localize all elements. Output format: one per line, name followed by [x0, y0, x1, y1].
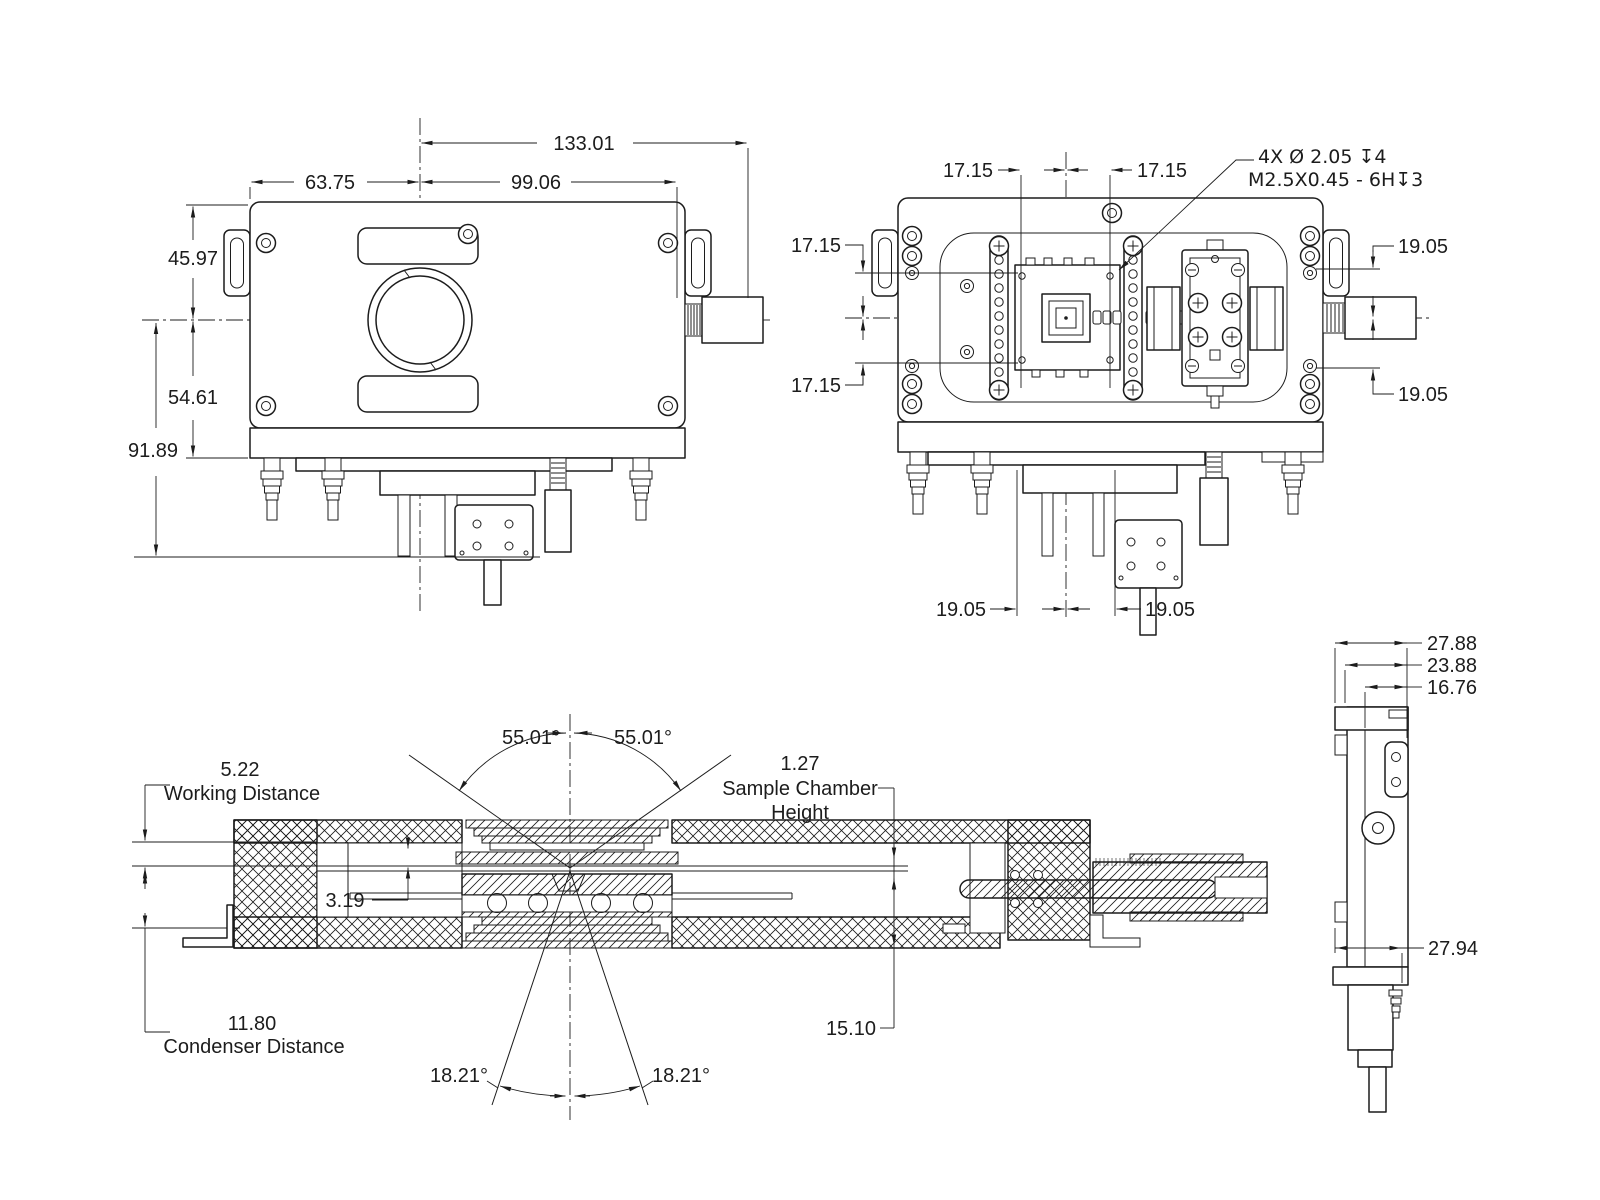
side-plate — [1384, 741, 1409, 798]
hole-callout-line1: 4X Ø 2.05 ↧4 — [1258, 146, 1387, 168]
side-dimensions: 27.88 23.88 16.76 27.94 — [1334, 633, 1478, 983]
front-view-handles — [223, 229, 712, 297]
lower-angle-right: 18.21° — [652, 1065, 710, 1087]
hose-barb — [970, 451, 994, 515]
top-dim-bottom-left: 19.05 — [936, 599, 986, 621]
condenser-distance-value: 11.80 — [228, 1013, 277, 1035]
bottom-cover-left — [233, 916, 463, 949]
hose-barb — [260, 457, 284, 521]
top-underside — [906, 451, 1305, 636]
side-boss — [1361, 811, 1395, 845]
top-dim-top-left: 17.15 — [943, 160, 993, 182]
lower-angle-bracket — [1089, 914, 1141, 948]
front-dim-overall-width: 133.01 — [553, 133, 614, 155]
front-dim-lower-height: 54.61 — [168, 387, 218, 409]
mount-bracket — [454, 504, 534, 561]
left-angle-bracket — [182, 904, 234, 948]
hose-barb — [629, 457, 653, 521]
section-dimensions: 5.22 Working Distance 11.80 Condenser Di… — [142, 727, 897, 1106]
top-dim-left-upper: 17.15 — [791, 235, 841, 257]
condenser-distance-label: Condenser Distance — [163, 1036, 344, 1058]
working-distance-label: Working Distance — [164, 783, 320, 805]
top-sample-plate — [1014, 257, 1121, 378]
bottom-pin — [1139, 587, 1157, 636]
hose-barb — [1281, 451, 1305, 515]
front-view: 133.01 63.75 99.06 45.97 54.61 91.89 — [128, 118, 770, 612]
upper-angle-left: 55.01° — [502, 727, 560, 749]
hose-barb — [906, 451, 930, 515]
front-lens-opening — [367, 267, 473, 373]
standoff-cylinder — [1199, 477, 1229, 546]
front-dim-right-width: 99.06 — [511, 172, 561, 194]
sample-stage-block — [349, 873, 793, 918]
front-base-plate — [249, 427, 686, 459]
top-dim-bottom-right: 19.05 — [1145, 599, 1195, 621]
base-depth-value: 15.10 — [826, 1018, 876, 1040]
section-view: 5.22 Working Distance 11.80 Condenser Di… — [132, 714, 1268, 1120]
side-dim-mid: 23.88 — [1427, 655, 1477, 677]
side-dim-overall: 27.88 — [1427, 633, 1477, 655]
hole-callout-leader — [1118, 159, 1254, 271]
top-view: 17.15 17.15 17.15 17.15 19.05 19.05 19.0… — [791, 146, 1448, 636]
actuator-assembly — [959, 853, 1268, 948]
sample-chamber-value: 1.27 — [781, 753, 820, 775]
sample-chamber-label2: Height — [771, 802, 829, 824]
side-view: 27.88 23.88 16.76 27.94 — [1332, 633, 1478, 1113]
side-bottom-connector — [1332, 966, 1409, 1113]
top-dim-right-upper: 19.05 — [1398, 236, 1448, 258]
top-base-plate — [897, 421, 1324, 453]
bottom-pin — [1368, 1066, 1387, 1113]
upper-angle-right: 55.01° — [614, 727, 672, 749]
standoff-cylinder — [544, 489, 572, 553]
hose-barb — [321, 457, 345, 521]
top-view-handles — [871, 229, 1350, 297]
front-dim-upper-height: 45.97 — [168, 248, 218, 270]
sample-chamber-label1: Sample Chamber — [722, 778, 878, 800]
condenser-stack — [461, 916, 673, 949]
objective-stack — [455, 819, 679, 865]
stage-offset-value: 3.19 — [326, 890, 365, 912]
mount-bracket — [1114, 519, 1183, 589]
top-dim-top-right: 17.15 — [1137, 160, 1187, 182]
side-dim-inner: 16.76 — [1427, 677, 1477, 699]
hole-callout-line2: M2.5X0.45 - 6H↧3 — [1248, 169, 1423, 191]
front-underside — [260, 457, 653, 606]
top-dim-left-lower: 17.15 — [791, 375, 841, 397]
working-distance-value: 5.22 — [221, 759, 260, 781]
bottom-pin — [483, 559, 502, 606]
top-connector — [1322, 296, 1417, 340]
top-screw-strips — [988, 235, 1144, 401]
front-dimensions: 133.01 63.75 99.06 45.97 54.61 91.89 — [128, 133, 749, 558]
front-dim-overall-height: 91.89 — [128, 440, 178, 462]
front-dim-left-width: 63.75 — [305, 172, 355, 194]
front-connector — [684, 296, 764, 344]
top-stage-assembly — [1146, 239, 1284, 409]
lower-angle-left: 18.21° — [430, 1065, 488, 1087]
front-slots — [357, 227, 479, 413]
top-dim-right-lower: 19.05 — [1398, 384, 1448, 406]
top-recess — [939, 232, 1288, 403]
side-dim-lower: 27.94 — [1428, 938, 1478, 960]
top-dimensions: 17.15 17.15 17.15 17.15 19.05 19.05 19.0… — [791, 146, 1448, 621]
